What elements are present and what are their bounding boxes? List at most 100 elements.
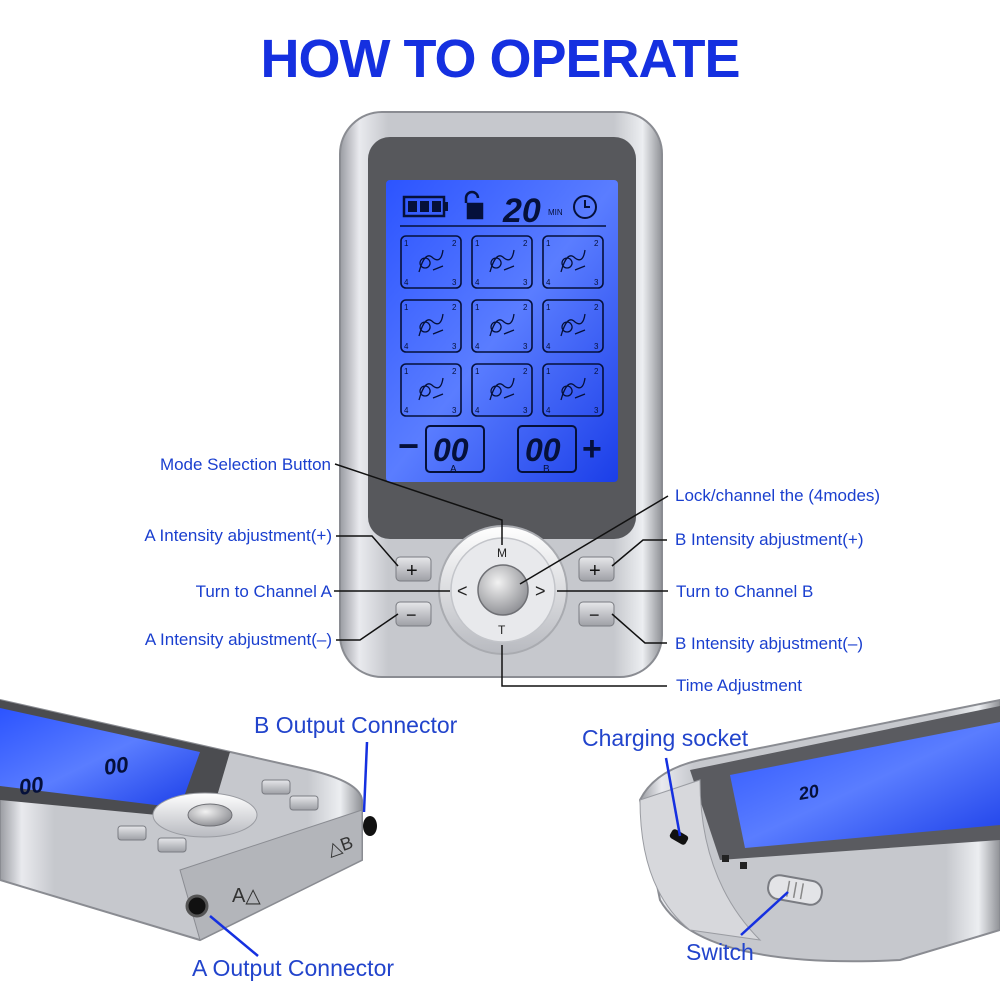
timer-value: 20 xyxy=(502,192,541,230)
b-output-jack xyxy=(363,816,377,836)
channel-b-box xyxy=(517,425,577,473)
label-b-plus: B Intensity abjustment(+) xyxy=(675,530,864,549)
mode-cell-corner-number: 1 xyxy=(475,239,480,248)
mode-cell-corner-number: 1 xyxy=(475,303,480,312)
left-screen-b: 00 xyxy=(102,752,130,780)
b-minus-glyph: − xyxy=(589,605,600,625)
leader-lines xyxy=(334,463,669,687)
label-mode-selection: Mode Selection Button xyxy=(159,455,331,474)
label-time-adjustment: Time Adjustment xyxy=(676,676,802,695)
lcd-screen xyxy=(386,180,618,482)
t-button[interactable]: T xyxy=(498,623,506,637)
mode-cell-corner-number: 2 xyxy=(452,239,457,248)
mode-cell-corner-number: 4 xyxy=(404,406,409,415)
mode-cell-corner-number: 2 xyxy=(594,239,599,248)
mode-cell-corner-number: 1 xyxy=(546,239,551,248)
a-minus-button[interactable] xyxy=(395,601,432,627)
massage-mode-icon xyxy=(418,377,444,401)
label-switch: Switch xyxy=(686,939,754,965)
mode-cell-corner-number: 4 xyxy=(404,342,409,351)
right-screen-timer: 20 xyxy=(796,781,820,804)
a-output-jack xyxy=(185,894,209,918)
mode-cell-corner-number: 1 xyxy=(475,367,480,376)
mode-cell-corner-number: 3 xyxy=(452,406,457,415)
label-a-output: A Output Connector xyxy=(192,955,395,981)
mode-cell-corner-number: 3 xyxy=(594,342,599,351)
mode-cell-corner-number: 4 xyxy=(546,342,551,351)
timer-unit: MIN xyxy=(548,208,563,217)
mode-cell: 1 2 4 3 xyxy=(471,363,533,417)
a-plus-glyph: + xyxy=(406,560,418,582)
mode-cell-corner-number: 1 xyxy=(546,303,551,312)
massage-mode-icon xyxy=(489,377,515,401)
mode-cell: 1 2 4 3 xyxy=(400,363,462,417)
mode-cell-corner-number: 2 xyxy=(452,303,457,312)
massage-mode-icon xyxy=(489,249,515,273)
channel-a-box xyxy=(425,425,485,473)
massage-mode-icon xyxy=(489,313,515,337)
mode-cell-corner-number: 3 xyxy=(523,342,528,351)
massage-mode-icon xyxy=(418,249,444,273)
right-button[interactable]: > xyxy=(535,581,546,601)
channel-a-value: 00 xyxy=(433,432,469,468)
mode-cell-corner-number: 2 xyxy=(523,239,528,248)
battery-icon xyxy=(402,195,448,218)
mode-cell-corner-number: 2 xyxy=(523,367,528,376)
left-screen-a: 00 xyxy=(17,772,45,800)
mode-cell: 1 2 4 3 xyxy=(471,299,533,353)
a-plus-button[interactable] xyxy=(395,556,432,582)
mode-cell-corner-number: 2 xyxy=(594,303,599,312)
mode-cell-corner-number: 3 xyxy=(523,406,528,415)
mode-cell-corner-number: 1 xyxy=(546,367,551,376)
massage-mode-icon xyxy=(560,313,586,337)
plus-sign: + xyxy=(582,430,602,468)
mode-cell-corner-number: 3 xyxy=(594,406,599,415)
right-side-view: 20 xyxy=(638,698,1000,963)
m-button[interactable]: M xyxy=(497,546,507,560)
channel-b-value: 00 xyxy=(525,432,561,468)
b-plus-glyph: + xyxy=(589,560,601,582)
b-minus-button[interactable] xyxy=(578,601,615,627)
label-a-minus: A Intensity abjustment(–) xyxy=(144,630,332,649)
channel-b-letter: B xyxy=(543,464,550,475)
mode-cell-corner-number: 1 xyxy=(404,239,409,248)
mode-cell: 1 2 4 3 xyxy=(542,299,604,353)
charging-port xyxy=(669,829,689,845)
mode-cell-corner-number: 4 xyxy=(546,278,551,287)
label-turn-a: Turn to Channel A xyxy=(195,582,332,601)
mode-cell-corner-number: 3 xyxy=(523,278,528,287)
page-title: HOW TO OPERATE xyxy=(260,29,740,89)
a-mark: A△ xyxy=(232,885,261,907)
mode-cell-corner-number: 4 xyxy=(475,342,480,351)
label-a-plus: A Intensity abjustment(+) xyxy=(144,526,332,545)
mode-cell-corner-number: 4 xyxy=(475,406,480,415)
massage-mode-icon xyxy=(560,377,586,401)
center-lock-button[interactable] xyxy=(477,564,529,616)
mode-cell-corner-number: 4 xyxy=(404,278,409,287)
b-plus-button[interactable] xyxy=(578,556,615,582)
label-b-minus: B Intensity abjustment(–) xyxy=(675,634,864,653)
mode-cell-corner-number: 3 xyxy=(452,278,457,287)
a-minus-glyph: − xyxy=(406,605,417,625)
mode-cell-corner-number: 4 xyxy=(546,406,551,415)
left-side-view: 00 00 A△ △B xyxy=(0,698,377,942)
label-turn-b: Turn to Channel B xyxy=(676,582,814,601)
lock-icon xyxy=(464,190,484,220)
massage-mode-icon xyxy=(560,249,586,273)
mode-cell-corner-number: 1 xyxy=(404,303,409,312)
mode-cell-corner-number: 2 xyxy=(452,367,457,376)
left-button[interactable]: < xyxy=(457,581,468,601)
mode-cell: 1 2 4 3 xyxy=(400,235,462,289)
massage-mode-icon xyxy=(418,313,444,337)
mode-cell-corner-number: 2 xyxy=(523,303,528,312)
channel-a-letter: A xyxy=(450,464,457,475)
mode-cell-corner-number: 1 xyxy=(404,367,409,376)
label-lock: Lock/channel the (4modes) xyxy=(675,486,881,505)
label-b-output: B Output Connector xyxy=(254,712,458,738)
